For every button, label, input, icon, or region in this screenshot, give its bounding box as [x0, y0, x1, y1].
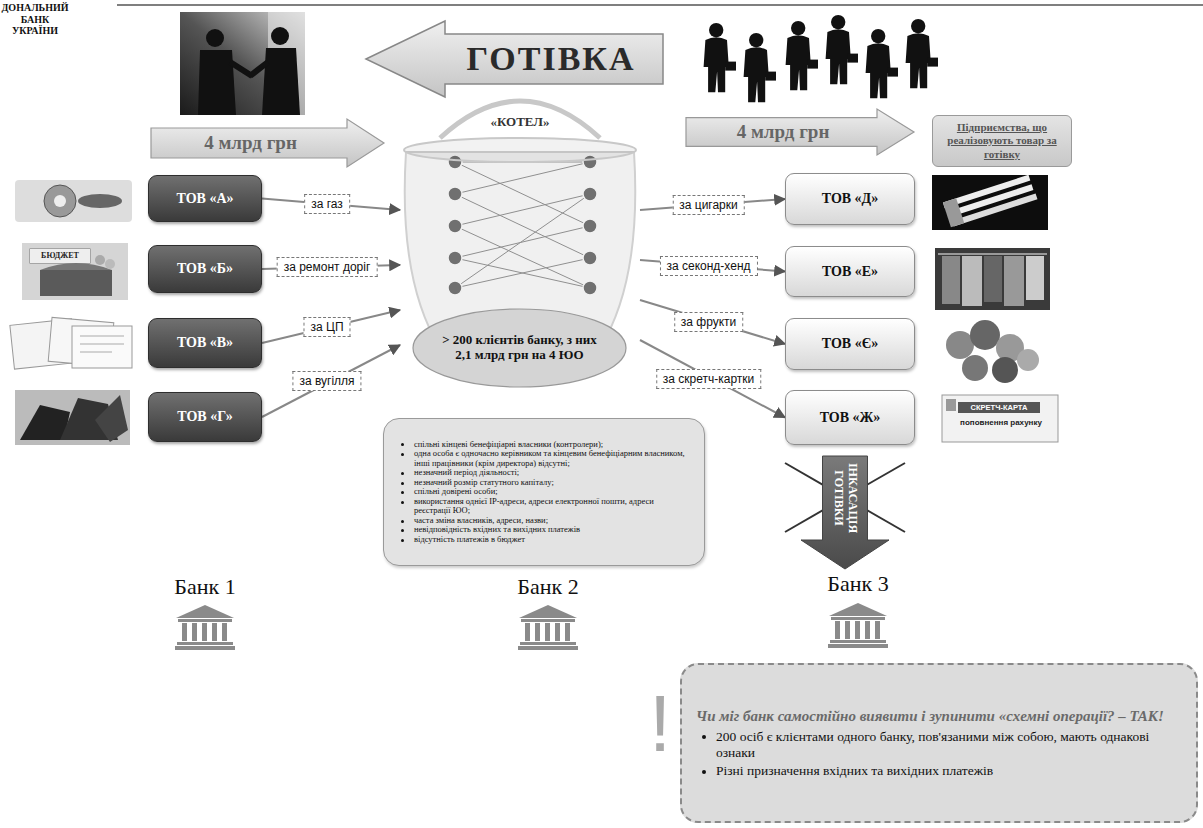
- node-text: 4 млрд грн: [691, 122, 875, 143]
- businessmen: [704, 15, 938, 102]
- flow-connector: [640, 340, 785, 418]
- coal-picture: [15, 390, 130, 445]
- node-text: ТОВ «Д»: [792, 191, 908, 207]
- node-text: Різні призначення вхідних та вихідних пл…: [696, 763, 1182, 779]
- company-box: ТОВ «Г»: [148, 392, 262, 442]
- node-text: ТОВ «Є»: [792, 336, 908, 352]
- scratch-card-picture: [942, 395, 1058, 442]
- node-text: ТОВ «В»: [155, 335, 255, 351]
- company-box: ТОВ «Ж»: [785, 390, 915, 445]
- node-text: ТОВ «А»: [155, 191, 255, 207]
- text-group: «КОТЕЛ»: [400, 114, 640, 130]
- text-group: ТОВ «Е»: [792, 264, 908, 280]
- text-group: ТОВ «Д»: [792, 191, 908, 207]
- flow-connector: [262, 345, 400, 417]
- text-group: Підприємства, що реалізовують товар за г…: [939, 121, 1065, 161]
- cauldron: «КОТЕЛ» > 200 клієнтів банку, з них 2,1 м…: [400, 80, 640, 390]
- bank-name: Банк 1: [155, 574, 255, 600]
- text-group: ГОТІВКА: [445, 40, 657, 77]
- node-text: ТОВ «Ж»: [792, 410, 908, 426]
- node-text: незначний розмір статутного капіталу;: [398, 478, 692, 488]
- edge-label: за вугілля: [292, 371, 361, 391]
- company-box: ТОВ «А»: [148, 175, 262, 222]
- text-group: Чи міг банк самостійно виявити і зупинит…: [696, 707, 1182, 780]
- edge-label: за фрукти: [674, 312, 744, 332]
- text-group: ТОВ «А»: [155, 191, 255, 207]
- node-text: ТОВ «Б»: [155, 261, 255, 277]
- node-text: часта зміна власників, адреси, назви;: [398, 516, 692, 526]
- node-text: ТОВ «Е»: [792, 264, 908, 280]
- company-box: ТОВ «Е»: [785, 246, 915, 297]
- node-text: одна особа є одночасно керівником та кін…: [398, 449, 692, 468]
- budget-picture: [22, 243, 128, 300]
- node-text: 4 млрд грн: [156, 133, 345, 154]
- node-text: «КОТЕЛ»: [400, 114, 640, 130]
- node-text: незначний період діяльності;: [398, 468, 692, 478]
- enterprise-box: Підприємства, що реалізовують товар за г…: [932, 115, 1072, 167]
- text-group: 4 млрд грн: [156, 133, 345, 154]
- securities-picture: [10, 317, 132, 369]
- header-rule: [117, 4, 1203, 6]
- flow-connector: [262, 310, 400, 343]
- picture-text: СКРЕТЧ-КАРТА: [958, 402, 1040, 413]
- text-group: ТОВ «Ж»: [792, 410, 908, 426]
- company-box: ТОВ «Є»: [785, 318, 915, 370]
- text-group: спільні кінцеві бенефіціарні власники (к…: [398, 440, 692, 545]
- node-text: використання однієї IP-адреси, адреси ел…: [398, 497, 692, 516]
- flow-arrow: 4 млрд грн: [685, 108, 915, 156]
- bank-icons: [175, 603, 888, 650]
- collection-arrow: ІНКАСАЦІЯ ГОТІВКИ: [800, 455, 890, 570]
- text-group: ІНКАСАЦІЯ ГОТІВКИ: [831, 456, 859, 540]
- company-box: ТОВ «Б»: [148, 245, 262, 293]
- cigarettes-picture: [932, 174, 1048, 230]
- exclamation-mark: !: [645, 684, 675, 764]
- edge-label: за ЦП: [303, 317, 350, 337]
- node-text: ІНКАСАЦІЯ ГОТІВКИ: [831, 456, 859, 540]
- node-text: спільні кінцеві бенефіціарні власники (к…: [398, 440, 692, 450]
- node-text: ГОТІВКА: [445, 40, 657, 77]
- flow-arrow: 4 млрд грн: [150, 118, 385, 168]
- gas-picture: [15, 180, 132, 222]
- bank-name: Банк 3: [808, 571, 908, 597]
- edge-label: за скретч-картки: [656, 369, 762, 389]
- picture-text: БЮДЖЕТ: [30, 249, 90, 263]
- node-text: ТОВ «Г»: [155, 409, 255, 425]
- edge-label: за газ: [304, 194, 350, 214]
- node-text: > 200 клієнтів банку, з них 2,1 млрд грн…: [442, 333, 597, 363]
- text-group: ТОВ «Є»: [792, 336, 908, 352]
- clothes-picture: [935, 248, 1050, 310]
- signs-box: спільні кінцеві бенефіціарні власники (к…: [383, 418, 705, 566]
- text-group: ТОВ «Б»: [155, 261, 255, 277]
- company-box: ТОВ «Д»: [785, 173, 915, 225]
- clients-ellipse: > 200 клієнтів банку, з них 2,1 млрд грн…: [412, 308, 627, 388]
- fruits-picture: [946, 320, 1039, 383]
- edge-label: за секонд-хенд: [659, 256, 757, 276]
- picture-text: поповнення рахунку: [946, 418, 1056, 427]
- text-group: 4 млрд грн: [691, 122, 875, 143]
- org-name: ДОНАЛЬНИЙ БАНК УКРАЇНИ: [0, 2, 70, 37]
- node-text: Підприємства, що реалізовують товар за г…: [939, 121, 1065, 161]
- text-group: ТОВ «В»: [155, 335, 255, 351]
- flow-connector: [640, 300, 785, 344]
- edge-label: за ремонт доріг: [277, 257, 378, 277]
- node-text: невідповідність вхідних та вихідних плат…: [398, 525, 692, 535]
- handshake-photo: [180, 12, 305, 115]
- text-group: ТОВ «Г»: [155, 409, 255, 425]
- edge-label: за цигарки: [672, 195, 745, 215]
- cash-arrow: ГОТІВКА: [365, 20, 665, 98]
- node-text: відсутність платежів в бюджет: [398, 535, 692, 545]
- bank-name: Банк 2: [498, 574, 598, 600]
- text-group: > 200 клієнтів банку, з них 2,1 млрд грн…: [442, 333, 597, 363]
- node-text: Чи міг банк самостійно виявити і зупинит…: [696, 707, 1182, 725]
- callout-box: Чи міг банк самостійно виявити і зупинит…: [680, 663, 1198, 823]
- company-box: ТОВ «В»: [148, 318, 262, 368]
- node-text: 200 осіб є клієнтами одного банку, пов'я…: [696, 729, 1182, 761]
- node-text: спільні довірені особи;: [398, 487, 692, 497]
